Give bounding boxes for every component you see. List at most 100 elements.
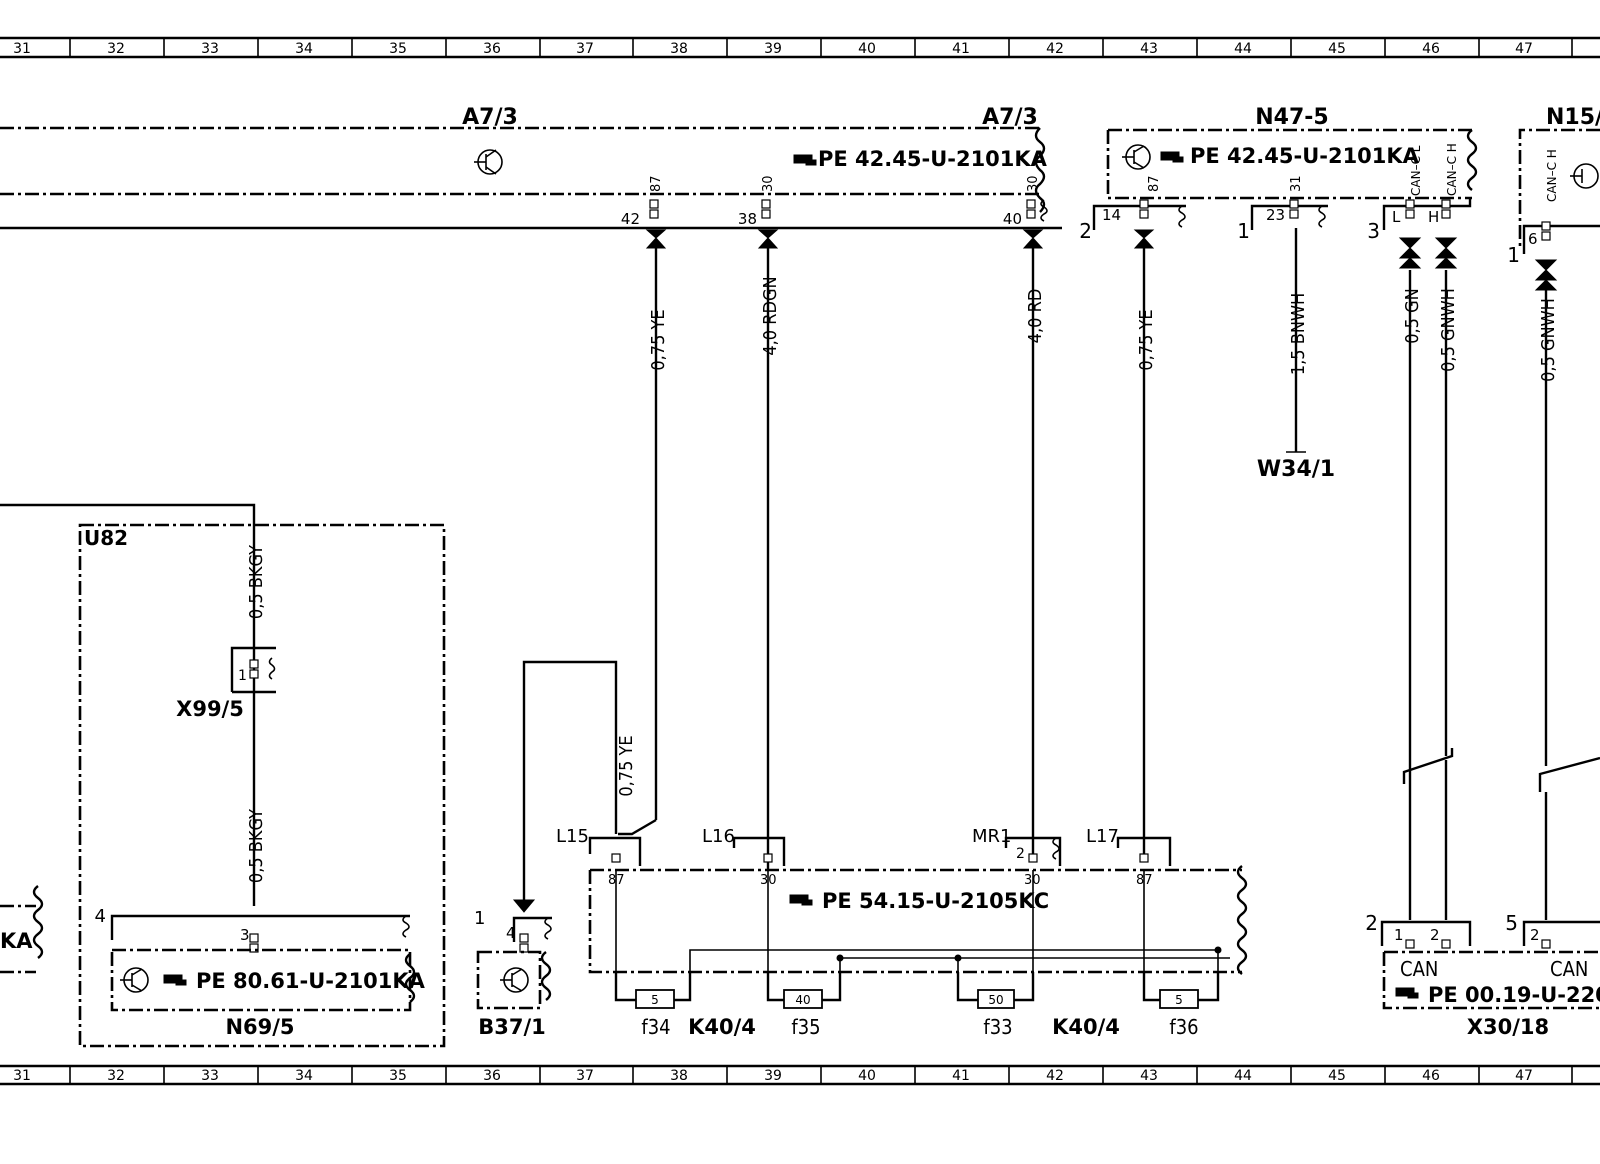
connector-icon <box>1133 229 1155 249</box>
top-grid-number: 37 <box>576 41 594 57</box>
top-grid-number: 47 <box>1515 41 1533 57</box>
n47-5-pin-3: 3 <box>1367 219 1380 243</box>
x30-18-pin-5: 5 <box>1505 911 1518 935</box>
bottom-grid-number: 37 <box>576 1068 594 1084</box>
wire-label-0-5-gnwh: 0,5 GNWH <box>1438 288 1459 372</box>
pointing-hand-icon <box>1395 987 1419 999</box>
pointing-hand-icon <box>1160 151 1184 163</box>
k40-4-ref: PE 54.15-U-2105KC <box>822 889 1049 913</box>
b37-1-label: B37/1 <box>478 1015 546 1039</box>
k40-4-box: 0,75 YE L15 87 L16 30 MR1 2 30 L17 87 PE… <box>556 735 1248 1039</box>
top-grid-number: 42 <box>1046 41 1064 57</box>
x30-18-pin-2: 2 <box>1365 911 1378 935</box>
u82-label: U82 <box>84 526 128 550</box>
top-grid-number: 36 <box>483 41 501 57</box>
fuse-f33-rating: 50 <box>988 993 1003 1007</box>
x30-18-pin-2b: 2 <box>1430 926 1440 944</box>
a7-3-pin-38: 38 <box>738 210 757 228</box>
wire-label-0-75-ye: 0,75 YE <box>648 309 669 370</box>
wire-label-1-5-bnwh: 1,5 BNWH <box>1288 293 1309 375</box>
fuse-f35: 40 f35 <box>766 972 842 1039</box>
fuse-f33: 50 f33 <box>956 972 1035 1039</box>
top-grid-number: 34 <box>295 41 313 57</box>
n47-5-pin-31: 31 <box>1289 175 1304 192</box>
connector-icon <box>1534 259 1558 291</box>
n47-5-pin-87: 87 <box>1147 175 1162 192</box>
a7-3-module: A7/3 A7/3 PE 42.45-U-2101KA 87 42 30 38 … <box>0 105 1062 230</box>
n47-5-can-h: CAN–C H <box>1445 143 1459 196</box>
a7-3-pin-87: 87 <box>649 175 664 192</box>
bottom-grid-number: 41 <box>952 1068 970 1084</box>
wire-label-0-5-gnwh-b: 0,5 GNWH <box>1538 298 1559 382</box>
bottom-grid-number: 38 <box>670 1068 688 1084</box>
wire-label-4-0-rdgn: 4,0 RDGN <box>760 276 781 355</box>
bottom-grid-number: 40 <box>858 1068 876 1084</box>
fuse-f35-rating: 40 <box>795 993 810 1007</box>
n69-5-pin-4: 4 <box>95 906 106 927</box>
n47-5-pin-l: L <box>1392 208 1401 226</box>
k40-4-l15: L15 <box>556 826 589 847</box>
connector-icon <box>645 229 667 249</box>
n47-5-can-l: CAN–C L <box>1409 145 1423 196</box>
bottom-grid-number: 31 <box>13 1068 31 1084</box>
left-cut-module: KA <box>0 885 44 974</box>
transistor-icon <box>120 967 149 993</box>
a7-3-label-left: A7/3 <box>462 105 518 130</box>
fuse-f36-label: f36 <box>1169 1015 1198 1039</box>
bottom-grid-number: 32 <box>107 1068 125 1084</box>
n47-5-pin-2: 2 <box>1079 219 1092 243</box>
top-grid-number: 40 <box>858 41 876 57</box>
fuse-f33-label: f33 <box>983 1015 1012 1039</box>
bottom-grid-number: 45 <box>1328 1068 1346 1084</box>
n69-5-ref: PE 80.61-U-2101KA <box>196 969 426 993</box>
wire-label-0-5-bkgy-b: 0,5 BKGY <box>246 809 267 883</box>
x30-18-can-2: CAN <box>1550 957 1588 981</box>
top-grid-number: 44 <box>1234 41 1252 57</box>
n47-5-pin-1: 1 <box>1237 219 1250 243</box>
top-grid-number: 31 <box>13 41 31 57</box>
a7-3-pin-30a: 30 <box>761 175 776 192</box>
a7-3-pin-40: 40 <box>1003 210 1022 228</box>
connector-icon <box>757 229 779 249</box>
n47-5-pin-h: H <box>1428 208 1439 226</box>
transistor-icon <box>500 967 529 993</box>
fuse-f34: 5 f34 <box>614 972 692 1039</box>
b37-1-pin-1: 1 <box>474 908 485 929</box>
connector-icon <box>1434 237 1458 269</box>
top-grid-number: 33 <box>201 41 219 57</box>
n47-5-pin-14: 14 <box>1102 206 1121 224</box>
a7-3-pin-30b: 30 <box>1026 175 1041 192</box>
transistor-icon <box>1122 144 1151 170</box>
b37-1-pin-4: 4 <box>506 924 516 942</box>
pointing-hand-icon <box>789 894 813 906</box>
wire-label-0-75-ye-b: 0,75 YE <box>1136 309 1157 370</box>
bottom-grid-number: 34 <box>295 1068 313 1084</box>
pointing-hand-icon <box>793 154 817 166</box>
top-grid-number: 32 <box>107 41 125 57</box>
k40-4-label-left: K40/4 <box>688 1015 756 1039</box>
n69-5-pin-3: 3 <box>240 926 250 944</box>
x30-18-label: X30/18 <box>1467 1015 1549 1039</box>
fuse-f34-label: f34 <box>641 1015 670 1039</box>
x99-5-label: X99/5 <box>176 697 244 721</box>
k40-4-pin-2: 2 <box>1016 846 1025 862</box>
k40-4-l16: L16 <box>702 826 735 847</box>
pointing-hand-icon <box>163 974 187 986</box>
n47-5-pin-23: 23 <box>1266 206 1285 224</box>
top-grid-number: 43 <box>1140 41 1158 57</box>
upper-wires: 0,75 YE 4,0 RDGN 4,0 RD 0,75 YE 1,5 BNWH… <box>645 228 1600 920</box>
k40-4-l17: L17 <box>1086 826 1119 847</box>
left-cut-ref: KA <box>0 929 33 953</box>
b37-1-sensor: 4 1 B37/1 <box>474 660 618 1039</box>
wire-label-0-5-gn: 0,5 GN <box>1402 288 1423 344</box>
connector-icon <box>1022 229 1044 249</box>
bottom-grid-number: 47 <box>1515 1068 1533 1084</box>
bottom-grid-number: 39 <box>764 1068 782 1084</box>
n15-pin-1: 1 <box>1507 243 1520 267</box>
n15-module: N15/ CAN–C H 6 1 <box>1507 105 1600 267</box>
fuse-f34-rating: 5 <box>651 993 659 1007</box>
u82-module: U82 0,5 BKGY 0,5 BKGY 1 X99/5 4 3 <box>0 503 446 1048</box>
w34-1-label: W34/1 <box>1257 457 1335 482</box>
